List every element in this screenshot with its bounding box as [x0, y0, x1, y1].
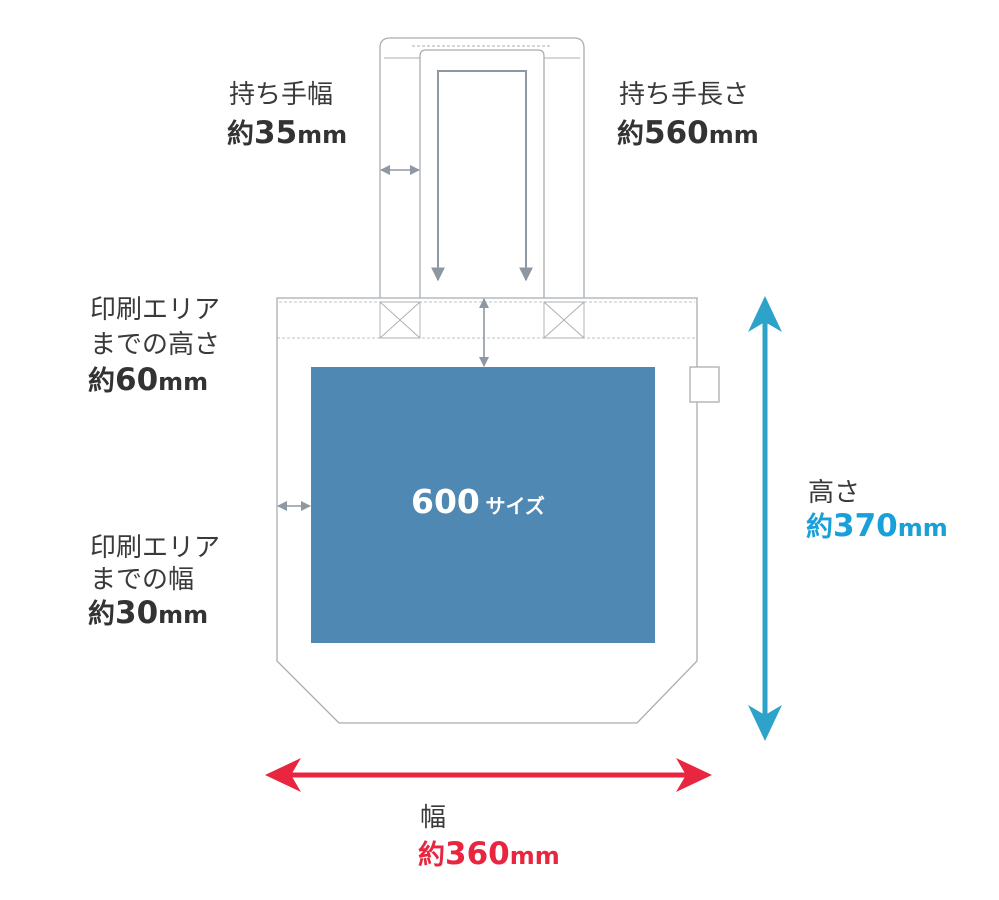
print-area-label: 600 サイズ [411, 485, 545, 518]
bag-width-label: 幅 [420, 803, 447, 833]
handle-length-value: 約560mm [617, 115, 759, 151]
handle-attachment-right [543, 301, 585, 339]
bag-height-value: 約370mm [806, 508, 948, 544]
print-side-label-line1: 印刷エリア [90, 533, 221, 563]
print-side-value: 約30mm [88, 595, 209, 631]
handle-strap [379, 37, 585, 298]
height-arrow [748, 296, 782, 741]
handle-attachment-left [379, 301, 421, 339]
print-side-label-line2: までの幅 [90, 565, 195, 595]
handle-width-label: 持ち手幅 [229, 80, 334, 110]
side-tab [689, 366, 720, 403]
print-size-number: 600 [411, 482, 480, 521]
print-area [311, 367, 655, 643]
print-top-label-line2: までの高さ [90, 330, 221, 360]
print-top-value: 約60mm [88, 362, 209, 398]
handle-length-label: 持ち手長さ [619, 80, 750, 110]
print-top-label-line1: 印刷エリア [90, 295, 221, 325]
bag-width-value: 約360mm [418, 836, 560, 872]
handle-width-value: 約35mm [227, 115, 348, 151]
width-arrow [265, 758, 712, 792]
bag-height-label: 高さ [808, 478, 861, 508]
print-size-suffix: サイズ [485, 494, 545, 518]
handle-length-arrow [431, 70, 533, 282]
